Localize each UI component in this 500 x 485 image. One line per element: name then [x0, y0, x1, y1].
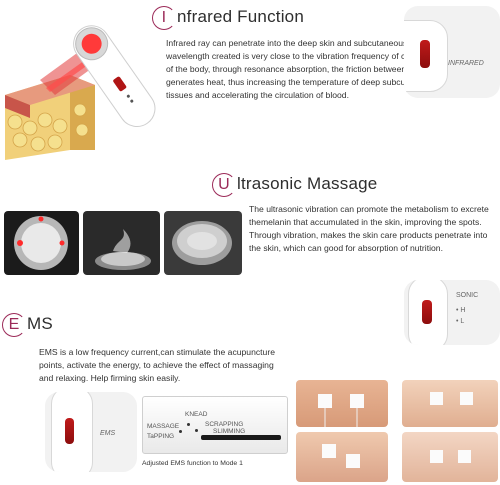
- device-head-icon: [14, 216, 68, 270]
- level-low-label: L: [460, 318, 465, 325]
- ultrasonic-description: The ultrasonic vibration can promote the…: [249, 204, 489, 253]
- ems-photo-waist: [296, 380, 388, 427]
- ems-mode-panel: KNEAD MASSAGE TaPPING SCRAPPING SLIMMING: [142, 396, 288, 454]
- ultrasonic-photo-head-light: [4, 211, 79, 275]
- sonic-button[interactable]: [422, 300, 432, 324]
- ems-photo-back: [402, 380, 498, 427]
- electrode-pads-icon: [430, 392, 473, 405]
- level-high-label: H: [460, 307, 466, 314]
- ems-device-panel: EMS: [45, 392, 137, 472]
- heading-text: ltrasonic Massage: [237, 174, 378, 193]
- electrode-pads-icon: [322, 444, 360, 468]
- indicator-dot: •: [456, 307, 461, 314]
- mode-dot: [195, 429, 198, 432]
- ultrasonic-photo-plate: [164, 211, 242, 275]
- infrared-label: INFRARED: [448, 60, 484, 67]
- mode-tapping: TaPPING: [147, 433, 175, 440]
- mode-dot: [187, 423, 190, 426]
- infrared-button[interactable]: [420, 40, 430, 68]
- mode-dot: [179, 430, 182, 433]
- skin-layers-icon: [5, 25, 156, 160]
- sonic-label: SONIC: [456, 292, 479, 299]
- infrared-illustration: [0, 0, 160, 160]
- ultrasonic-device-panel: SONIC • H • L: [404, 280, 500, 345]
- electrode-pads-icon: [430, 450, 471, 463]
- heading-text: MS: [27, 314, 53, 333]
- mode-scrapping: SCRAPPING: [205, 421, 244, 428]
- ems-photo-thighs: [296, 432, 388, 482]
- ems-photo-lower-back: [402, 432, 498, 482]
- ems-mode-caption: Adjusted EMS function to Mode 1: [142, 460, 243, 467]
- mode-indicator-bar: [201, 435, 281, 440]
- mode-slimming: SLIMMING: [213, 428, 246, 435]
- heading-initial: E: [2, 313, 26, 337]
- ems-label: EMS: [100, 430, 116, 437]
- vibration-mist-icon: [95, 229, 151, 270]
- ems-description: EMS is a low frequency current,can stimu…: [39, 347, 275, 383]
- mode-knead: KNEAD: [185, 411, 208, 418]
- heading-initial: U: [212, 173, 236, 197]
- ultrasonic-photo-mist: [83, 211, 160, 275]
- electrode-pads-icon: [318, 394, 364, 427]
- metal-plate-icon: [172, 221, 232, 265]
- sonic-high-indicator: • H: [456, 307, 465, 314]
- sonic-low-indicator: • L: [456, 318, 464, 325]
- ems-button[interactable]: [65, 418, 74, 444]
- heading-initial: I: [152, 6, 176, 30]
- heading-text: nfrared Function: [177, 7, 304, 26]
- indicator-dot: •: [456, 318, 461, 325]
- infrared-device-panel: INFRARED: [404, 6, 500, 98]
- infrared-description: Infrared ray can penetrate into the deep…: [166, 38, 456, 100]
- mode-massage: MASSAGE: [147, 423, 180, 430]
